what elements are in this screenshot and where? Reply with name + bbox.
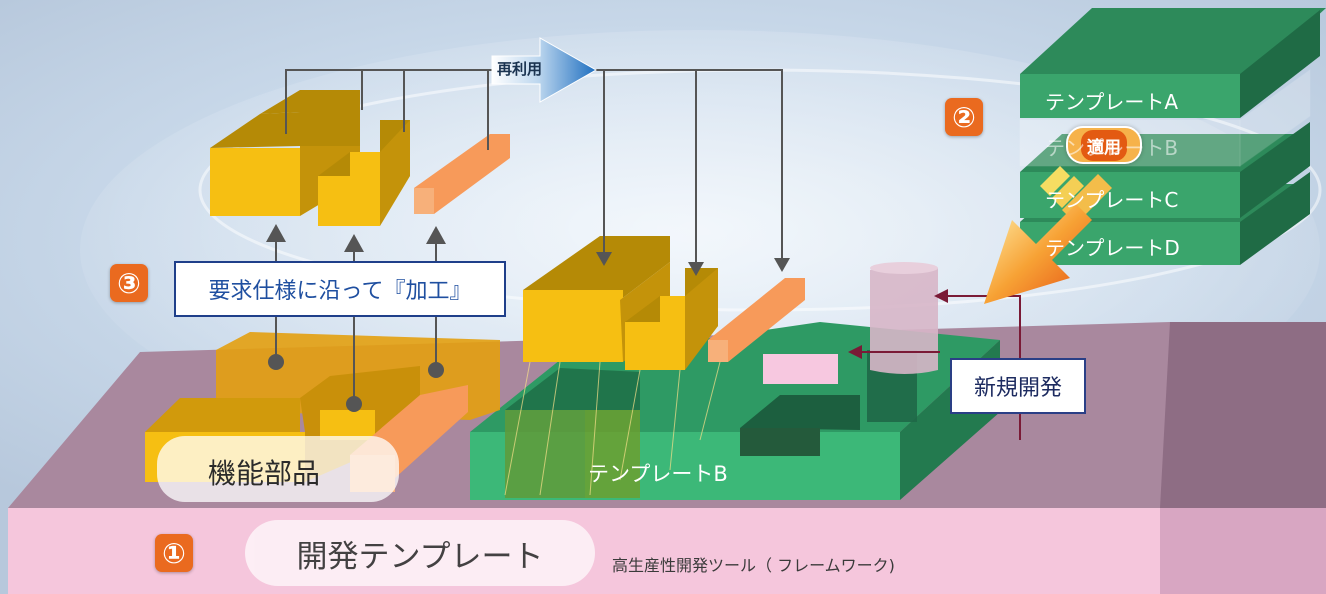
parts-reused-group [504, 236, 805, 496]
step-3-badge: ③ [110, 264, 148, 302]
process-label: 要求仕様に沿って『加工』 [208, 279, 472, 304]
process-dots [268, 354, 444, 412]
new-dev-label: 新規開発 [973, 376, 1062, 401]
tool-description: 高生産性開発ツール（ フレームワーク) [612, 556, 895, 575]
template-b-ghost-label: テンプレートB [1045, 136, 1179, 160]
process-label-box: 要求仕様に沿って『加工』 [174, 261, 506, 317]
apply-pill: 適用 [1066, 126, 1142, 164]
parts-top-group [210, 90, 510, 226]
step-1-badge: ① [155, 534, 193, 572]
new-dev-items [763, 262, 938, 384]
dev-template-pill: 開発テンプレート [245, 520, 595, 586]
step-2-badge: ② [945, 98, 983, 136]
process-arrowheads [266, 224, 446, 252]
functional-parts-pill [157, 436, 399, 502]
dev-template-label: 開発テンプレート [296, 538, 544, 575]
template-b-block [470, 322, 1000, 500]
new-dev-arrowheads [848, 289, 948, 359]
functional-parts-label: 機能部品 [208, 457, 321, 490]
template-d-label: テンプレートD [1045, 236, 1180, 260]
template-a-label: テンプレートA [1045, 90, 1179, 114]
apply-label: 適用 [1081, 129, 1127, 161]
reuse-arrow [491, 37, 598, 103]
new-dev-box: 新規開発 [950, 358, 1086, 414]
reuse-label: 再利用 [497, 60, 543, 78]
reuse-arrowheads [596, 252, 790, 276]
template-c-label: テンプレートC [1045, 188, 1179, 212]
reuse-connectors [285, 69, 783, 262]
apply-arrow [984, 166, 1112, 304]
base-template-b-label: テンプレートB [588, 462, 728, 486]
